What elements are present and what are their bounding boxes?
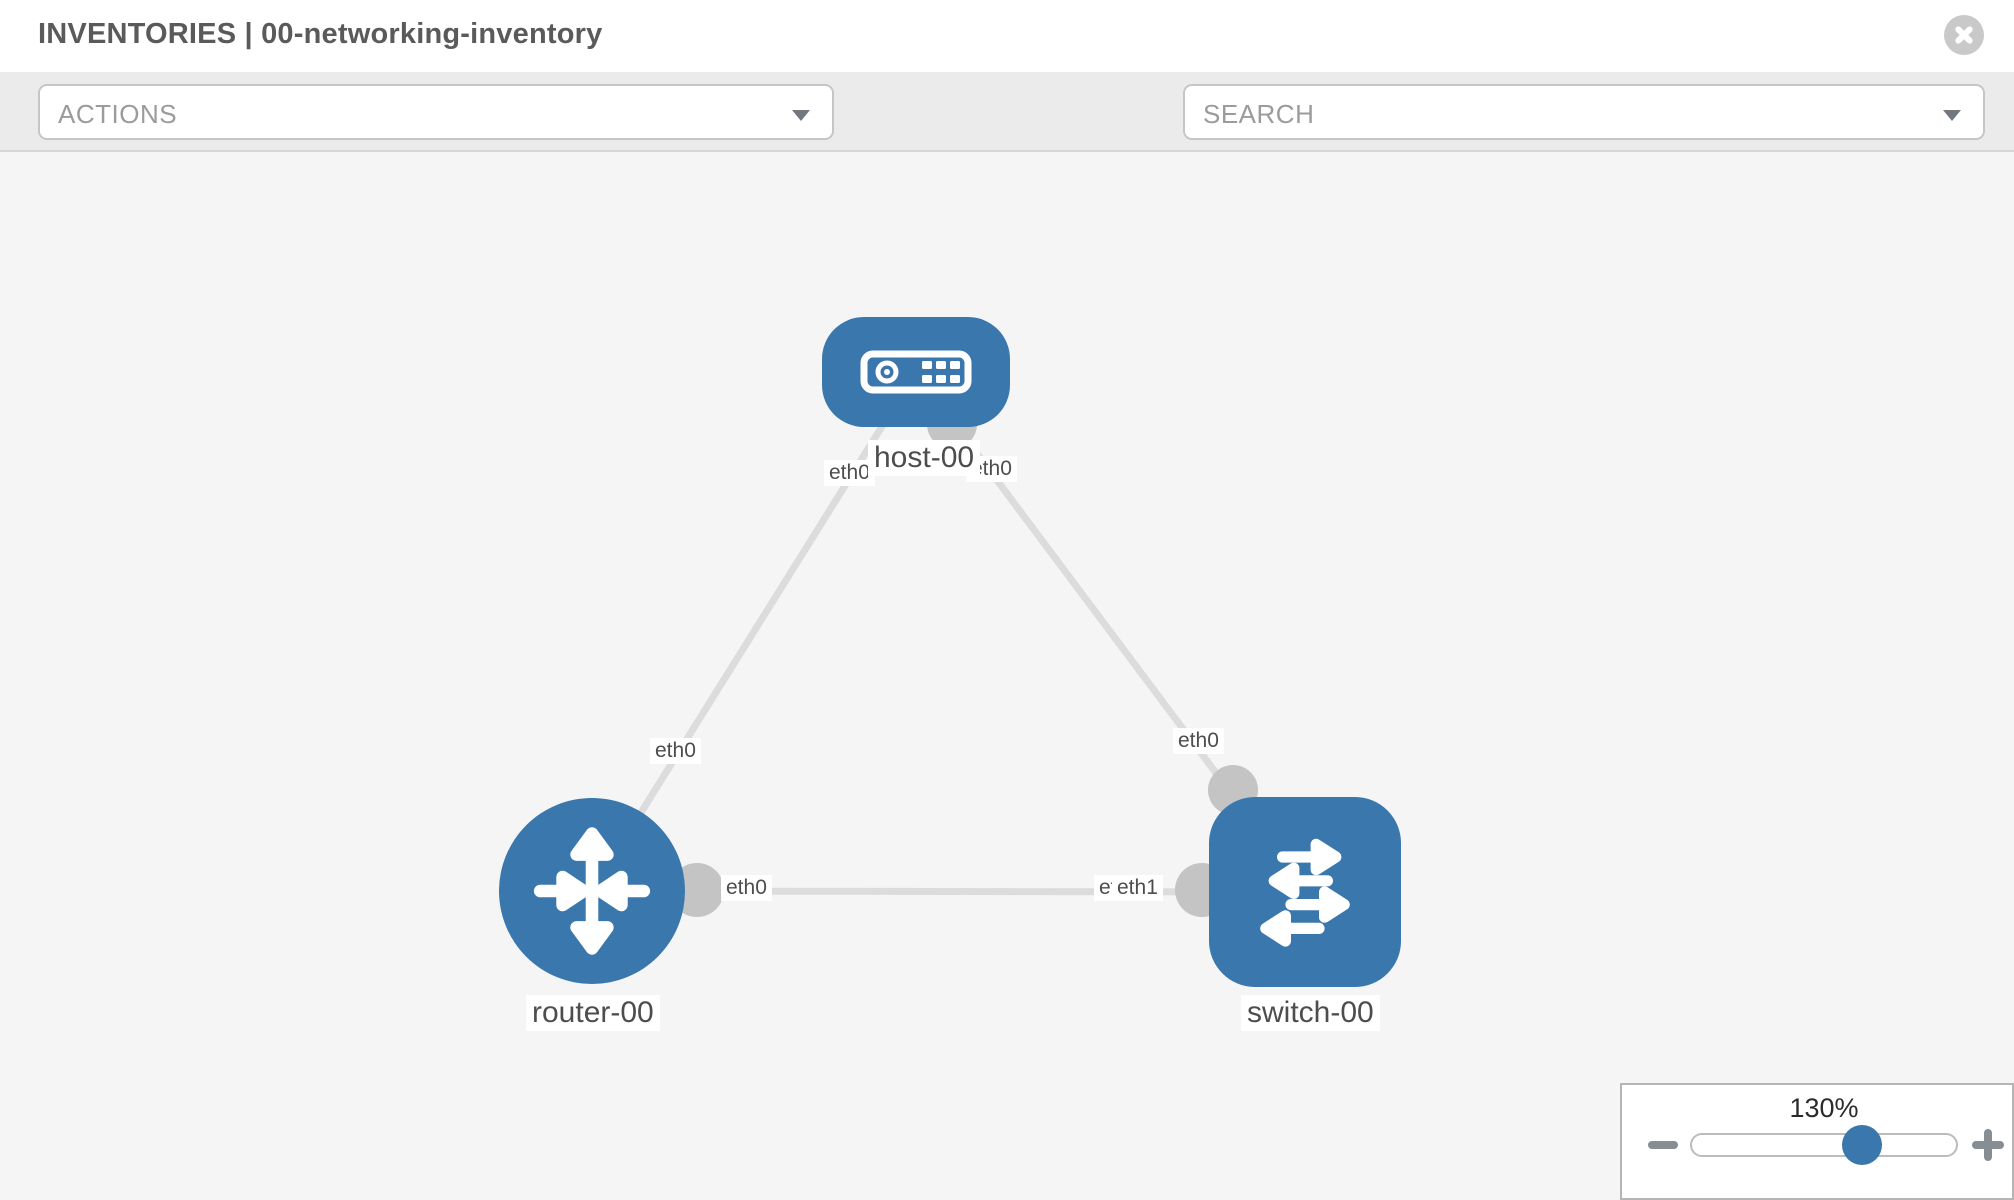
zoom-control-panel: 130% [1620,1083,2014,1200]
actions-dropdown[interactable]: ACTIONS [38,84,834,140]
zoom-slider-track[interactable] [1690,1133,1958,1157]
zoom-slider-handle[interactable] [1842,1125,1882,1165]
link-host-router[interactable] [589,370,919,893]
zoom-level-value: 130% [1789,1093,1859,1123]
page-title: INVENTORIES | 00-networking-inventory [38,18,603,50]
router-icon [533,827,651,955]
port-label-router-eth0-uplink: eth0 [650,738,701,764]
search-dropdown[interactable]: SEARCH [1183,84,1985,140]
port-label-switch-eth1: eth1 [1112,875,1163,901]
zoom-out-icon[interactable] [1648,1141,1678,1149]
chevron-down-icon [792,110,810,121]
node-host-00[interactable] [822,317,1010,427]
links-layer [589,369,1308,917]
node-label-host-00: host-00 [868,440,981,476]
node-router-00[interactable] [499,798,685,984]
actions-dropdown-label: ACTIONS [58,99,178,129]
topology-canvas[interactable]: host-00 router-00 switch-00 eth0 eth0 et… [0,152,2014,1200]
host-icon [860,350,972,394]
switch-icon [1260,838,1350,947]
node-label-switch-00: switch-00 [1241,995,1380,1031]
port-label-router-eth0: eth0 [721,875,772,901]
port-label-switch-eth0-uplink: eth0 [1173,728,1224,754]
chevron-down-icon [1943,110,1961,121]
port-label-host-eth0-left: eth0 [824,460,875,486]
close-icon[interactable] [1944,15,1984,55]
node-switch-00[interactable] [1209,797,1401,987]
toolbar: ACTIONS SEARCH [0,72,2014,207]
node-label-router-00: router-00 [526,995,660,1031]
page-header: INVENTORIES | 00-networking-inventory [0,0,2014,72]
search-dropdown-label: SEARCH [1203,99,1315,129]
zoom-in-icon[interactable] [1972,1129,2004,1161]
